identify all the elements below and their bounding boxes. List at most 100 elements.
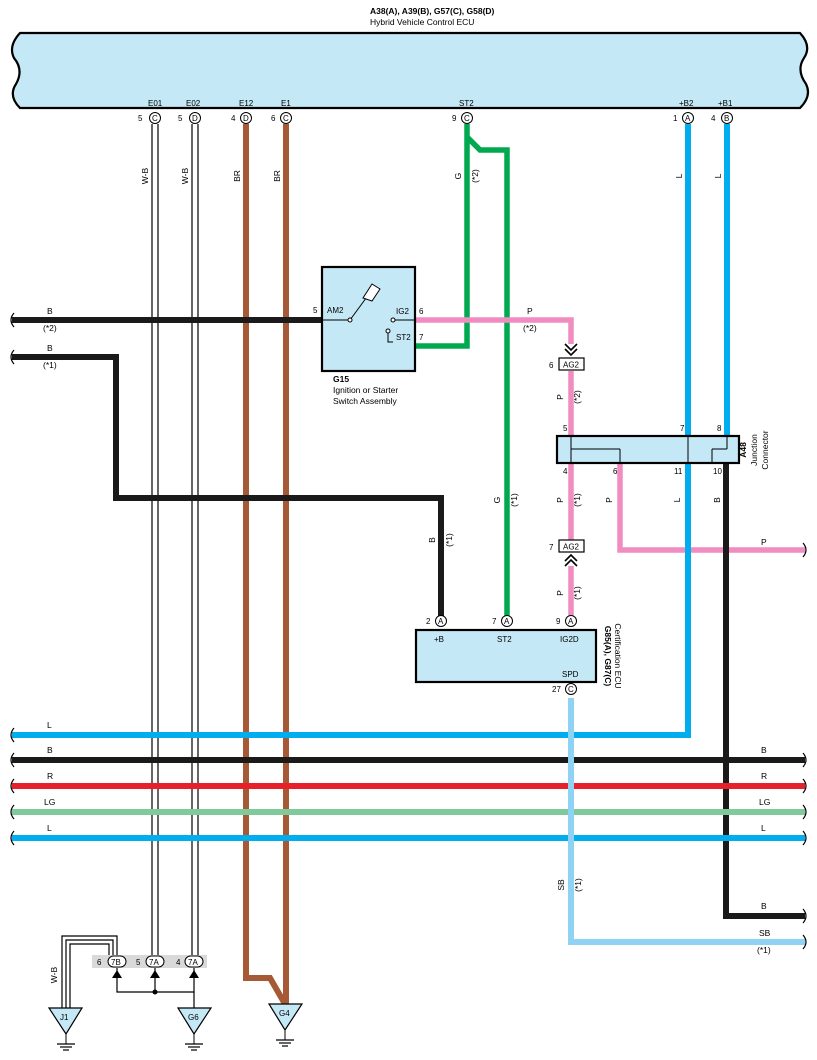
wire-b-junction	[723, 463, 805, 919]
label-bus-r-right: R	[761, 771, 767, 781]
conn-7a1-label: 7A	[149, 958, 159, 967]
label-p-ig2-note: (*2)	[523, 323, 537, 333]
pin-num-b1: 4	[711, 114, 716, 123]
label-g-cert: G	[492, 497, 502, 504]
pin-num-e02: 5	[178, 114, 183, 123]
cert-pin-st2-num: 7	[492, 617, 497, 626]
g15-pin-st2: 7	[419, 333, 424, 342]
cert-pin-ig2d-conn: A	[568, 617, 574, 626]
arrow-icon	[150, 970, 160, 978]
wire-e12	[243, 124, 288, 1006]
cert-pin-spd-num: 27	[552, 685, 561, 694]
pin-conn-e1: C	[283, 114, 289, 123]
wire-b2-l	[12, 124, 691, 738]
ground-g6-icon	[176, 1007, 213, 1036]
label-wb-e01: W-B	[140, 167, 150, 184]
conn-7b-num: 6	[97, 958, 102, 967]
label-bus-r-left: R	[47, 771, 53, 781]
pin-num-e01: 5	[138, 114, 143, 123]
pin-name-e01: E01	[148, 99, 163, 108]
switch-lever-icon	[362, 283, 381, 302]
label-b-cert: B	[47, 343, 53, 353]
label-sb-vertical-note: (*1)	[573, 878, 583, 892]
g15-name-1: Ignition or Starter	[333, 385, 398, 395]
label-sb-vertical: SB	[556, 879, 566, 891]
g15-label-ig2: IG2	[396, 307, 409, 316]
g15-label-st2: ST2	[396, 333, 411, 342]
label-p-mid-note: (*1)	[572, 493, 582, 507]
pin-name-e12: E12	[239, 99, 254, 108]
junction-connector: 5 7 8 4 6 11 10 A48 Junction Connector	[555, 424, 770, 476]
pin-num-st2: 9	[452, 114, 457, 123]
pin-name-b1: +B1	[718, 99, 733, 108]
g15-pin-ig2: 6	[419, 307, 424, 316]
wire-p-right	[617, 463, 805, 553]
cert-ecu-name: Certification ECU	[613, 623, 623, 688]
label-l-b1: L	[713, 173, 723, 178]
label-b-cert-vertical: B	[427, 537, 437, 543]
hv-ecu-box	[10, 31, 810, 110]
cert-pin-ig2d-num: 9	[556, 617, 561, 626]
label-bus-b-right: B	[761, 745, 767, 755]
ag2-label-top: AG2	[563, 361, 580, 370]
pin-conn-st2: C	[464, 114, 470, 123]
label-p-ig2: P	[527, 306, 533, 316]
a48-pin-4: 4	[563, 467, 568, 476]
label-bus-lg-left: LG	[44, 797, 55, 807]
label-g-cert-note: (*1)	[509, 493, 519, 507]
label-p-lower: P	[555, 590, 565, 596]
arrow-icon	[189, 970, 199, 978]
g15-label-am2: AM2	[327, 306, 344, 315]
label-bus-l-left: L	[47, 823, 52, 833]
wire-e02	[191, 124, 199, 957]
hv-ecu-pins: E01 5 C E02 5 D E12 4 D E1 6 C ST2 9 C +…	[138, 99, 733, 124]
wire-ig2-p	[415, 317, 574, 344]
cert-label-b: +B	[434, 635, 444, 644]
label-bus-l-right: L	[761, 823, 766, 833]
conn-7a2-label: 7A	[188, 958, 198, 967]
cert-pin-spd-conn: C	[568, 685, 574, 694]
a48-pin-6: 6	[613, 467, 618, 476]
a48-pin-5: 5	[563, 424, 568, 433]
pin-name-st2: ST2	[459, 99, 474, 108]
pin-conn-b2: A	[685, 114, 691, 123]
a48-code: A48	[738, 442, 748, 458]
label-b-cert-note: (*1)	[43, 360, 57, 370]
label-l-left: L	[47, 720, 52, 730]
cert-ecu-box	[414, 628, 598, 684]
a48-pin-10: 10	[713, 467, 722, 476]
a48-pin-8: 8	[717, 424, 722, 433]
ag2-pin-bottom: 7	[549, 543, 554, 552]
ground-g6-label: G6	[188, 1013, 199, 1022]
label-bus-lg-right: LG	[759, 797, 770, 807]
ground-j1-icon	[47, 1007, 84, 1036]
label-p-upper: P	[555, 394, 565, 400]
pin-conn-e01: C	[152, 114, 158, 123]
hv-control-ecu: A38(A), A39(B), G57(C), G58(D) Hybrid Ve…	[10, 6, 810, 110]
label-bus-b-left: B	[47, 745, 53, 755]
label-b-am2: B	[47, 306, 53, 316]
wire-b-cert	[12, 354, 444, 618]
ag2-connector-top: AG2 6	[549, 343, 585, 371]
wire-st2-g15	[415, 124, 470, 349]
cert-ecu-code: G85(A), G87(C)	[603, 626, 613, 687]
wire-e01	[151, 124, 159, 957]
wire-j1	[61, 935, 118, 1008]
certification-ecu: 2 A 7 A 9 A +B ST2 IG2D SPD 27 C G85(A),…	[414, 615, 623, 695]
label-l-junction: L	[672, 497, 682, 502]
pin-conn-e12: D	[243, 114, 249, 123]
ag2-connector-bottom: AG2 7	[549, 539, 585, 567]
cert-pin-b-num: 2	[426, 617, 431, 626]
cert-pin-st2-conn: A	[504, 617, 510, 626]
hv-ecu-name: Hybrid Vehicle Control ECU	[370, 17, 474, 27]
label-p-mid: P	[555, 497, 565, 503]
wire-st2-cert	[465, 135, 510, 618]
label-wb-j1: W-B	[49, 966, 59, 983]
a48-name-2: Connector	[760, 430, 770, 469]
ground-g4-label: G4	[279, 1009, 290, 1018]
ignition-switch-box	[320, 265, 417, 373]
ground-g4-icon	[267, 1003, 304, 1032]
pin-name-b2: +B2	[679, 99, 694, 108]
cert-label-spd: SPD	[562, 670, 579, 679]
a48-name-1: Junction	[749, 434, 759, 466]
